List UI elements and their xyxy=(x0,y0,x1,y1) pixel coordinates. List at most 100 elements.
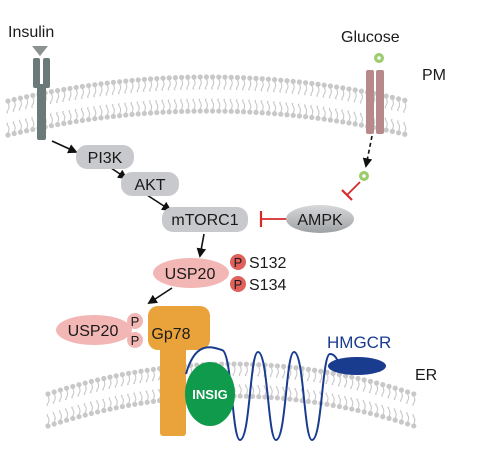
lipid-tail xyxy=(399,410,403,421)
lipid-head xyxy=(392,417,398,423)
plasma-membrane xyxy=(5,74,408,138)
lipid-head xyxy=(141,110,147,117)
lipid-head xyxy=(247,109,253,115)
lipid-tail xyxy=(80,88,84,100)
glucose-transporter xyxy=(366,70,384,134)
lipid-tail xyxy=(93,106,97,117)
lipid-head xyxy=(343,405,349,411)
lipid-head xyxy=(268,394,274,401)
phospho-site-s132: P xyxy=(230,254,246,270)
lipid-head xyxy=(321,82,327,88)
lipid-tail xyxy=(31,116,35,128)
lipid-tail xyxy=(155,80,159,92)
lipid-head xyxy=(321,116,327,122)
lipid-head xyxy=(160,75,166,81)
lipid-head xyxy=(405,421,411,427)
lipid-head xyxy=(330,402,336,408)
lipid-tail xyxy=(108,397,112,408)
lipid-head xyxy=(334,84,340,90)
lipid-tail xyxy=(204,98,208,110)
lipid-tail xyxy=(403,121,407,133)
lipid-tail xyxy=(397,100,401,112)
lipid-head xyxy=(247,75,253,81)
lipid-tail xyxy=(180,98,184,110)
lipid-tail xyxy=(279,101,283,113)
lipid-head xyxy=(88,378,94,385)
lipid-head xyxy=(383,93,389,99)
lipid-tail xyxy=(235,79,239,91)
lipid-tail xyxy=(242,99,246,111)
lipid-tail xyxy=(186,98,190,110)
akt-to-mtorc1-arrow xyxy=(146,194,172,212)
lipid-tail xyxy=(266,100,270,112)
lipid-head xyxy=(82,380,88,386)
lipid-tail xyxy=(149,100,153,112)
usp20-bound-node: USP20 xyxy=(56,315,132,345)
lipid-head xyxy=(324,401,330,407)
lipid-tail xyxy=(306,371,310,382)
lipid-tail xyxy=(89,401,93,412)
lipid-head xyxy=(237,393,243,399)
lipid-head xyxy=(315,115,321,121)
lipid-head xyxy=(30,126,36,133)
lipid-tail xyxy=(211,98,215,110)
lipid-tail xyxy=(74,89,78,100)
glucose-inhibits-ampk xyxy=(341,181,361,201)
lipid-head xyxy=(144,367,150,373)
lipid-head xyxy=(243,393,249,399)
lipid-head xyxy=(76,414,82,420)
lipid-head xyxy=(101,375,107,382)
pi3k-node: PI3K xyxy=(76,145,134,169)
lipid-tail xyxy=(244,365,248,377)
insulin-to-pi3k-arrow xyxy=(51,140,78,154)
lipid-tail xyxy=(83,403,87,414)
lipid-tail xyxy=(399,391,403,402)
lipid-tail xyxy=(384,97,388,109)
lipid-head xyxy=(284,78,290,84)
lipid-tail xyxy=(254,99,258,111)
lipid-head xyxy=(336,403,342,410)
lipid-tail xyxy=(350,397,354,408)
lipid-tail xyxy=(80,107,84,119)
lipid-tail xyxy=(313,390,317,401)
lipid-tail xyxy=(18,99,22,111)
lipid-head xyxy=(119,403,125,410)
lipid-tail xyxy=(353,111,357,123)
lipid-head xyxy=(64,385,70,391)
lipid-tail xyxy=(89,383,93,394)
lipid-tail xyxy=(238,384,242,395)
lipid-head xyxy=(126,370,132,376)
lipid-tail xyxy=(65,389,69,401)
usp20-top-label: USP20 xyxy=(165,266,216,283)
lipid-tail xyxy=(161,99,165,111)
lipid-tail xyxy=(6,122,10,134)
lipid-head xyxy=(278,111,284,117)
lipid-head xyxy=(396,130,402,136)
lipid-tail xyxy=(313,372,317,383)
lipid-tail xyxy=(223,98,227,110)
glucose-label: Glucose xyxy=(341,29,400,46)
lipid-tail xyxy=(335,88,339,100)
insig-label: INSIG xyxy=(192,387,227,402)
lipid-head xyxy=(92,82,98,88)
lipid-head xyxy=(104,114,110,120)
lipid-head xyxy=(309,114,315,121)
lipid-tail xyxy=(186,78,190,90)
lipid-tail xyxy=(65,408,69,419)
lipid-head xyxy=(253,109,259,115)
lipid-tail xyxy=(356,398,360,409)
lipid-tail xyxy=(136,81,140,93)
lipid-tail xyxy=(229,79,233,90)
lipid-head xyxy=(48,123,55,129)
lipid-head xyxy=(234,74,240,81)
glucose-transport-arrow xyxy=(362,135,373,168)
lipid-head xyxy=(113,405,119,411)
lipid-tail xyxy=(310,85,314,97)
lipid-tail xyxy=(130,82,134,94)
lipid-head xyxy=(312,399,318,405)
lipid-head xyxy=(256,394,262,400)
lipid-head xyxy=(272,77,278,83)
lipid-tail xyxy=(46,395,50,406)
lipid-tail xyxy=(198,78,202,90)
lipid-head xyxy=(250,393,256,400)
